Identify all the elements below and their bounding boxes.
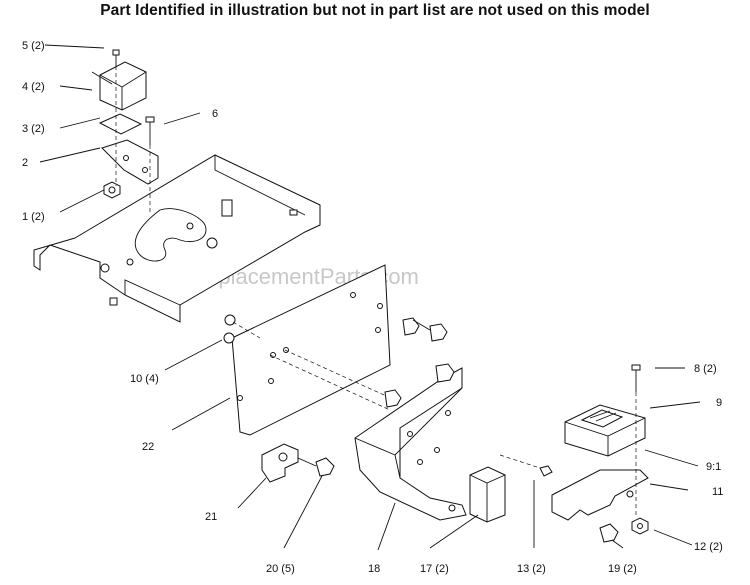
callout-8: 8 (2) [694, 363, 717, 375]
callout-11: 11 [712, 486, 723, 498]
callout-2: 2 [22, 157, 28, 169]
callout-6: 6 [212, 108, 218, 120]
callout-5: 5 (2) [22, 40, 45, 52]
clamp-and-screw [261, 443, 335, 483]
callout-9-1: 9:1 [706, 461, 721, 473]
upper-small-parts [91, 49, 159, 215]
callout-21: 21 [205, 511, 217, 523]
callout-19: 19 (2) [608, 563, 637, 575]
callout-1: 1 (2) [22, 211, 45, 223]
callout-22: 22 [142, 441, 154, 453]
callout-4: 4 (2) [22, 81, 45, 93]
lower-bracket [354, 363, 553, 523]
middle-plate [223, 264, 448, 436]
callout-leaders [39, 44, 701, 551]
callout-12: 12 (2) [694, 541, 723, 553]
callout-17: 17 (2) [420, 563, 449, 575]
callout-13: 13 (2) [517, 563, 546, 575]
switch-assembly [551, 364, 649, 543]
callout-18: 18 [368, 563, 380, 575]
callout-9: 9 [716, 397, 722, 409]
callout-10: 10 (4) [130, 373, 159, 385]
diagram-note: Part Identified in illustration but not … [100, 2, 650, 19]
callout-20: 20 (5) [266, 563, 295, 575]
mounting-plate [33, 154, 321, 323]
callout-labels: 5 (2) 4 (2) 3 (2) 2 1 (2) 6 10 (4) 22 21… [22, 40, 723, 575]
callout-3: 3 (2) [22, 123, 45, 135]
